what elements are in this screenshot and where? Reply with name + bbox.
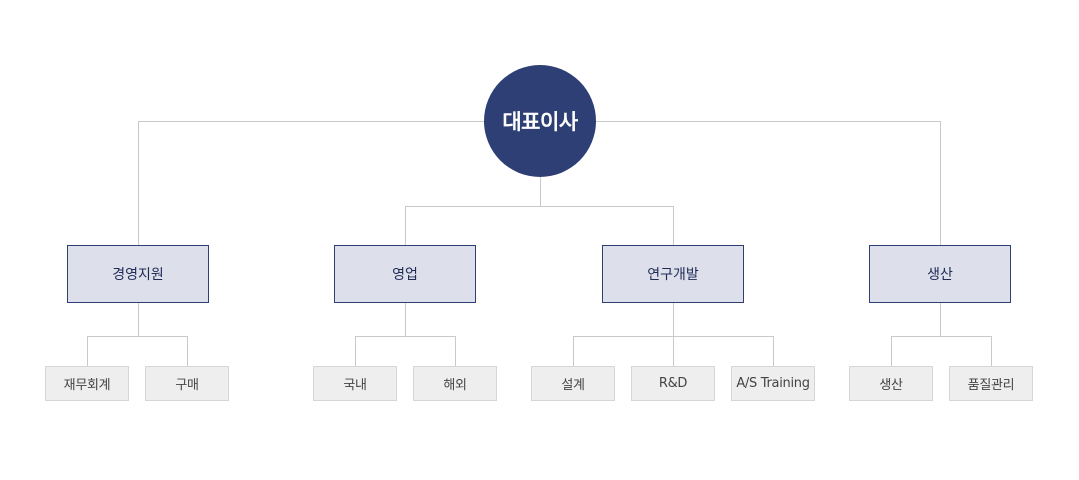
dept-management-support: 경영지원 (67, 245, 209, 303)
connector-line (673, 206, 674, 245)
connector-line (87, 336, 88, 366)
connector-line (540, 177, 541, 206)
team-as-training: A/S Training (731, 366, 815, 401)
team-purchasing: 구매 (145, 366, 229, 401)
connector-line (673, 303, 674, 336)
team-domestic: 국내 (313, 366, 397, 401)
connector-line (891, 336, 992, 337)
team-production: 생산 (849, 366, 933, 401)
connector-line (891, 336, 892, 366)
connector-line (355, 336, 456, 337)
connector-line (940, 121, 941, 245)
dept-research-development: 연구개발 (602, 245, 744, 303)
connector-line (405, 303, 406, 336)
connector-line (405, 206, 673, 207)
team-rnd: R&D (631, 366, 715, 401)
connector-line (87, 336, 188, 337)
connector-line (138, 303, 139, 336)
team-overseas: 해외 (413, 366, 497, 401)
dept-sales: 영업 (334, 245, 476, 303)
connector-line (455, 336, 456, 366)
connector-line (355, 336, 356, 366)
connector-line (187, 336, 188, 366)
connector-line (405, 206, 406, 245)
ceo-node: 대표이사 (484, 65, 596, 177)
connector-line (573, 336, 574, 366)
team-quality-control: 품질관리 (949, 366, 1033, 401)
team-design: 설계 (531, 366, 615, 401)
connector-line (940, 303, 941, 336)
connector-line (138, 121, 139, 245)
connector-line (991, 336, 992, 366)
team-finance-accounting: 재무회계 (45, 366, 129, 401)
connector-line (673, 336, 674, 366)
dept-production: 생산 (869, 245, 1011, 303)
connector-line (773, 336, 774, 366)
